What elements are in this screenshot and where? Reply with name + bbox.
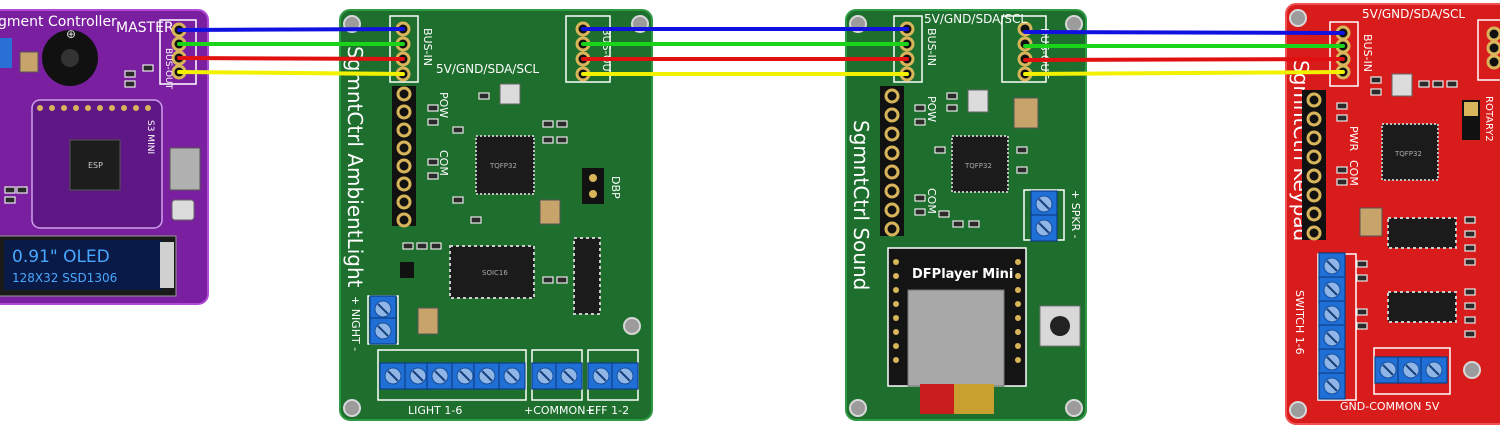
ambient-board: SgmntCtrl AmbientLight BUS-IN BUS-OUT 5V… <box>339 9 653 421</box>
oled-line1: 0.91" OLED <box>12 247 110 267</box>
ambient-light-terminals: LIGHT 1-6 <box>377 349 527 417</box>
ambient-bus-out-label: BUS-OUT <box>600 28 613 79</box>
ambient-eff-label: EFF 1-2 <box>588 404 629 417</box>
sound-button <box>1039 305 1081 347</box>
keypad-board: SgmntCtrl Keypad 5V/GND/SDA/SCL BUS-IN P… <box>1285 3 1500 425</box>
sound-bus-out-label: BUS-OUT <box>1038 28 1051 79</box>
ambient-bus-out-header: BUS-OUT <box>565 15 613 83</box>
master-title: gment Controller <box>0 14 117 30</box>
sound-mcu-label: TQFP32 <box>964 162 992 170</box>
ambient-bus-in-header: BUS-IN <box>389 15 434 83</box>
ambient-title: SgmntCtrl AmbientLight <box>343 46 367 288</box>
ambient-night-terminal: + NIGHT - <box>349 295 399 351</box>
wire-blue-3 <box>1023 30 1345 35</box>
sound-bus-spec: 5V/GND/SDA/SCL <box>924 12 1027 26</box>
ambient-bus-in-label: BUS-IN <box>421 28 434 66</box>
keypad-shift-register-1 <box>1387 217 1457 249</box>
keypad-pin-header <box>1302 90 1326 241</box>
wire-red-1 <box>177 56 405 61</box>
bus-wires <box>177 27 1345 76</box>
ambient-pow-label: POW <box>437 92 450 118</box>
sound-pin-header <box>880 86 904 237</box>
keypad-rotary-label: ROTARY2 <box>1483 96 1494 142</box>
ambient-pin-header <box>392 86 416 228</box>
sound-bus-in-header: BUS-IN <box>893 15 938 83</box>
master-bus-out-label: BUS-OUT <box>163 48 173 90</box>
keypad-mcu-chip: TQFP32 <box>1381 123 1439 181</box>
master-mcu-label: S3 MINI <box>145 120 155 154</box>
master-cap <box>19 51 39 73</box>
ambient-soic-chip <box>573 237 601 315</box>
keypad-shift-register-2 <box>1387 291 1457 323</box>
keypad-pwr-label: PWR <box>1347 126 1360 152</box>
wire-blue-1 <box>177 27 405 32</box>
ambient-common-label: +COMMON+ <box>524 404 595 417</box>
master-bus-out-header: BUS-OUT <box>159 19 197 90</box>
sound-pow-label: POW <box>925 96 938 122</box>
master-board: gment Controller MASTER ⊕ BUS-OUT ESP S3… <box>0 9 209 305</box>
keypad-com-label: COM <box>1347 160 1360 186</box>
keypad-switch-terminals: SWITCH 1-6 <box>1293 252 1357 401</box>
ambient-ic-label: SOIC16 <box>482 269 508 277</box>
master-mcu-module: ESP S3 MINI <box>31 99 201 229</box>
sound-title: SgmntCtrl Sound <box>849 120 873 290</box>
master-side-terminal <box>0 38 12 68</box>
oled-line2: 128X32 SSD1306 <box>12 271 117 285</box>
sound-board: SgmntCtrl Sound BUS-IN BUS-OUT 5V/GND/SD… <box>845 9 1087 421</box>
ambient-mcu-chip: TQFP32 <box>475 135 535 195</box>
ambient-dbp-label: DBP <box>609 176 622 199</box>
sd-card-slot <box>907 289 1005 387</box>
oled-display: 0.91" OLED 128X32 SSD1306 <box>0 235 177 297</box>
usb-c-port <box>169 147 201 191</box>
keypad-switch-label: SWITCH 1-6 <box>1293 290 1306 355</box>
wire-red-3 <box>1023 57 1345 62</box>
master-badge: MASTER <box>116 20 174 36</box>
keypad-bus-in-label: BUS-IN <box>1361 34 1374 72</box>
ambient-night-label: + NIGHT - <box>349 296 362 351</box>
sound-bus-out-header: BUS-OUT <box>1001 15 1051 83</box>
wire-yellow-1 <box>177 70 405 76</box>
keypad-common-terminals: GND-COMMON 5V <box>1340 347 1451 413</box>
keypad-bus-in-header: BUS-IN <box>1329 21 1374 87</box>
ambient-com-label: COM <box>437 150 450 176</box>
svg-text:⊕: ⊕ <box>66 27 76 41</box>
ambient-eff-terminal: EFF 1-2 <box>587 349 639 417</box>
sound-bus-in-label: BUS-IN <box>925 28 938 66</box>
dfplayer-module: DFPlayer Mini <box>887 247 1027 414</box>
ambient-bus-spec: 5V/GND/SDA/SCL <box>436 62 539 76</box>
sound-mcu-chip: TQFP32 <box>951 135 1009 193</box>
ambient-common-terminal: +COMMON+ <box>524 349 595 417</box>
keypad-mcu-label: TQFP32 <box>1394 150 1422 158</box>
wire-yellow-3 <box>1023 70 1345 76</box>
sound-speaker-terminal: + SPKR - <box>1023 189 1082 242</box>
buzzer-icon: ⊕ <box>42 27 98 86</box>
ambient-driver-chip: SOIC16 <box>449 245 535 299</box>
keypad-rotary-header: ROTARY2 <box>1462 96 1494 142</box>
sound-com-label: COM <box>925 188 938 214</box>
reset-button <box>171 199 195 221</box>
ambient-jumper: DBP <box>582 168 622 204</box>
keypad-bus-spec: 5V/GND/SDA/SCL <box>1362 7 1465 21</box>
sound-spkr-label: + SPKR - <box>1069 190 1082 239</box>
keypad-gnd-common-label: GND-COMMON 5V <box>1340 400 1440 413</box>
svg-text:ESP: ESP <box>88 161 103 170</box>
ambient-light-label: LIGHT 1-6 <box>408 404 462 417</box>
dfplayer-label: DFPlayer Mini <box>912 267 1013 282</box>
ambient-mcu-label: TQFP32 <box>489 162 517 170</box>
